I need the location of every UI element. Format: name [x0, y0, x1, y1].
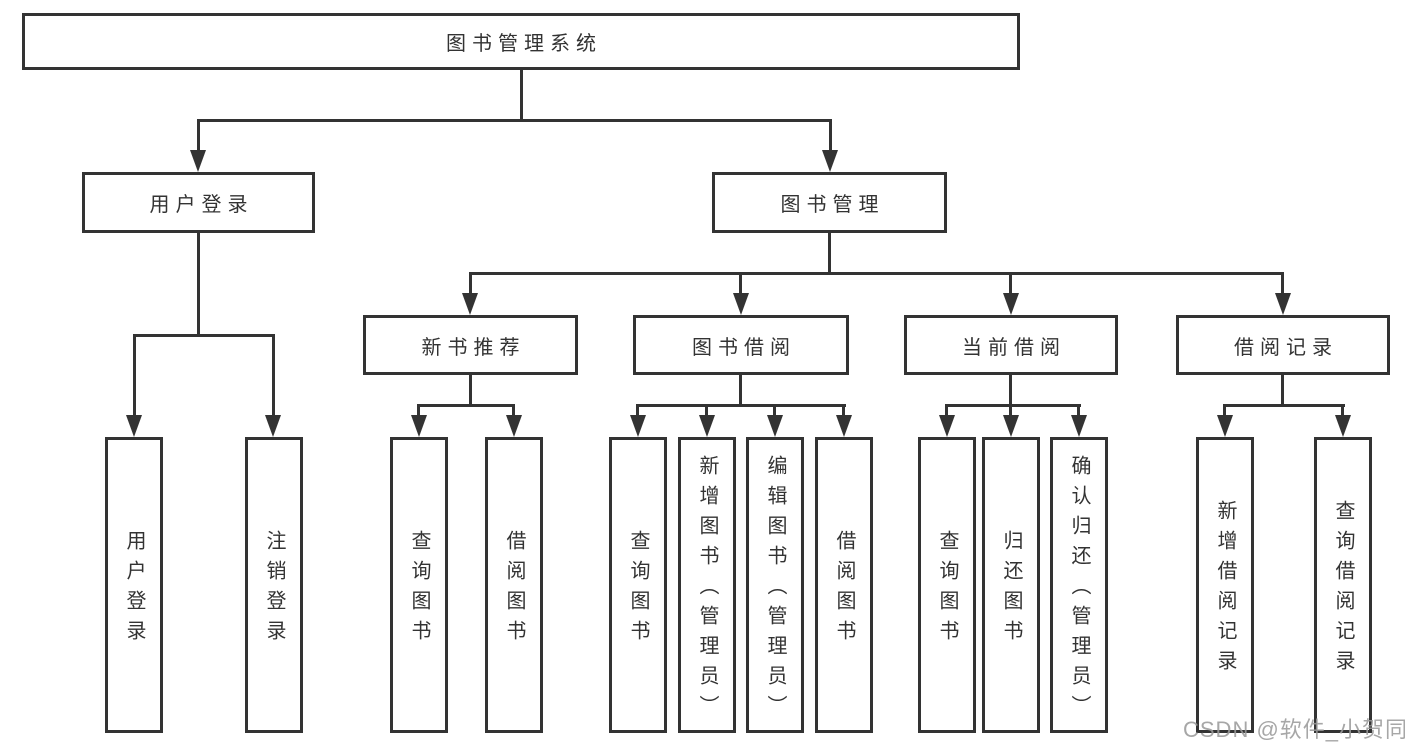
connector-newbook-stem: [469, 373, 472, 407]
connector-drop-current-borrow: [1009, 272, 1012, 294]
leaf-borrow-borrow-label: 借阅图书: [833, 530, 855, 650]
node-current-borrow: 当前借阅: [904, 315, 1118, 375]
arrowhead-down-icon: [126, 415, 142, 437]
connector-userlogin-stem: [197, 231, 200, 336]
connector-drop: [945, 404, 948, 417]
connector-drop-new-book: [469, 272, 472, 294]
leaf-current-return: 归还图书: [982, 437, 1040, 733]
connector-drop: [773, 404, 776, 417]
connector-borrowrecord-branch: [1223, 404, 1345, 407]
node-new-book-rec: 新书推荐: [363, 315, 578, 375]
connector-drop: [636, 404, 639, 417]
leaf-logout: 注销登录: [245, 437, 303, 733]
arrowhead-down-icon: [1071, 415, 1087, 437]
leaf-record-query-label: 查询借阅记录: [1332, 500, 1354, 680]
arrowhead-down-icon: [767, 415, 783, 437]
arrowhead-down-icon: [699, 415, 715, 437]
node-new-book-rec-label: 新书推荐: [421, 336, 526, 359]
arrowhead-down-icon: [836, 415, 852, 437]
connector-drop: [417, 404, 420, 417]
leaf-newbook-borrow-label: 借阅图书: [503, 530, 525, 650]
arrowhead-down-icon: [1275, 293, 1291, 315]
leaf-borrow-edit-label: 编辑图书（管理员）: [764, 455, 786, 725]
connector-drop: [512, 404, 515, 417]
leaf-record-add: 新增借阅记录: [1196, 437, 1254, 733]
connector-drop-book-borrow: [739, 272, 742, 294]
watermark: CSDN @软件_小贺同学: [1183, 717, 1405, 742]
connector-drop: [705, 404, 708, 417]
leaf-borrow-edit: 编辑图书（管理员）: [746, 437, 804, 733]
arrowhead-down-icon: [733, 293, 749, 315]
connector-drop: [1223, 404, 1226, 417]
arrowhead-down-icon: [939, 415, 955, 437]
leaf-current-confirm-label: 确认归还（管理员）: [1068, 455, 1090, 725]
node-user-login: 用户登录: [82, 172, 315, 233]
arrowhead-down-icon: [462, 293, 478, 315]
leaf-current-query-label: 查询图书: [936, 530, 958, 650]
arrowhead-down-icon: [506, 415, 522, 437]
node-borrow-record: 借阅记录: [1176, 315, 1390, 375]
connector-newbook-branch: [417, 404, 515, 407]
arrowhead-down-icon: [190, 150, 206, 172]
node-current-borrow-label: 当前借阅: [962, 336, 1066, 359]
connector-drop: [1341, 404, 1344, 417]
leaf-current-query: 查询图书: [918, 437, 976, 733]
connector-drop-leaf-login: [133, 334, 136, 416]
connector-borrowrecord-stem: [1281, 373, 1284, 407]
connector-currentborrow-branch: [945, 404, 1081, 407]
leaf-borrow-borrow: 借阅图书: [815, 437, 873, 733]
arrowhead-down-icon: [1335, 415, 1351, 437]
leaf-borrow-add: 新增图书（管理员）: [678, 437, 736, 733]
arrowhead-down-icon: [411, 415, 427, 437]
connector-drop: [1009, 404, 1012, 417]
node-book-mgmt-label: 图书管理: [780, 194, 885, 216]
arrowhead-down-icon: [265, 415, 281, 437]
connector-currentborrow-stem: [1009, 373, 1012, 407]
connector-bookborrow-stem: [739, 373, 742, 407]
arrowhead-down-icon: [1217, 415, 1233, 437]
leaf-current-confirm: 确认归还（管理员）: [1050, 437, 1108, 733]
leaf-borrow-query-label: 查询图书: [627, 530, 649, 650]
node-user-login-label: 用户登录: [149, 194, 254, 216]
connector-bookmgmt-stem: [828, 231, 831, 274]
leaf-record-query: 查询借阅记录: [1314, 437, 1372, 733]
connector-bookmgmt-branch: [469, 272, 1284, 275]
connector-drop-borrow-record: [1281, 272, 1284, 294]
leaf-borrow-query: 查询图书: [609, 437, 667, 733]
leaf-logout-label: 注销登录: [263, 530, 285, 650]
arrowhead-down-icon: [630, 415, 646, 437]
node-book-borrow-label: 图书借阅: [692, 336, 796, 359]
connector-drop-book-mgmt: [829, 119, 832, 152]
connector-root-stem: [520, 69, 523, 121]
leaf-user-login: 用户登录: [105, 437, 163, 733]
node-book-borrow: 图书借阅: [633, 315, 849, 375]
connector-drop: [842, 404, 845, 417]
connector-drop-user-login: [197, 119, 200, 152]
node-root: 图书管理系统: [22, 13, 1020, 70]
connector-root-branch: [197, 119, 832, 122]
arrowhead-down-icon: [1003, 415, 1019, 437]
arrowhead-down-icon: [1003, 293, 1019, 315]
node-root-label: 图书管理系统: [446, 33, 602, 55]
connector-drop-leaf-logout: [272, 334, 275, 416]
leaf-newbook-borrow: 借阅图书: [485, 437, 543, 733]
leaf-current-return-label: 归还图书: [1000, 530, 1022, 650]
connector-drop: [1077, 404, 1080, 417]
leaf-newbook-query-label: 查询图书: [408, 530, 430, 650]
connector-bookborrow-branch: [636, 404, 846, 407]
leaf-record-add-label: 新增借阅记录: [1214, 500, 1236, 680]
connector-userlogin-branch: [133, 334, 275, 337]
leaf-borrow-add-label: 新增图书（管理员）: [696, 455, 718, 725]
arrowhead-down-icon: [822, 150, 838, 172]
node-borrow-record-label: 借阅记录: [1234, 336, 1338, 359]
leaf-newbook-query: 查询图书: [390, 437, 448, 733]
leaf-user-login-label: 用户登录: [123, 530, 145, 650]
node-book-mgmt: 图书管理: [712, 172, 947, 233]
